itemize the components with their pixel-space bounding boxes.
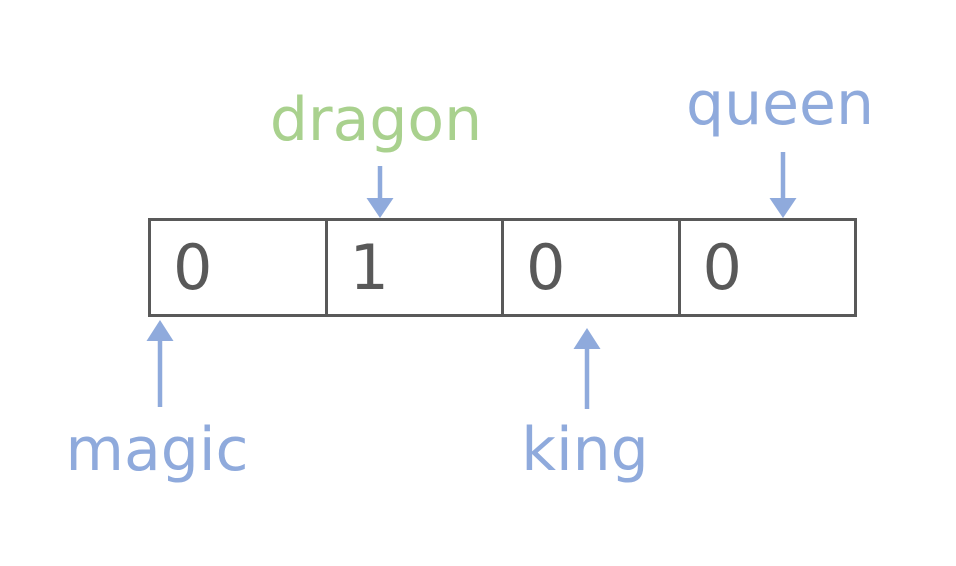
label-dragon: dragon: [269, 85, 483, 155]
vector-row: 0 1 0 0: [148, 218, 857, 317]
dragon-arrow-icon: [366, 166, 394, 218]
vector-cell-3: 0: [681, 221, 855, 314]
vector-cell-0: 0: [151, 221, 328, 314]
king-arrow-icon: [573, 328, 601, 409]
label-magic: magic: [65, 415, 249, 485]
queen-arrow-icon: [769, 152, 797, 218]
magic-arrow-icon: [146, 320, 174, 407]
label-king: king: [521, 415, 649, 485]
label-queen: queen: [686, 69, 874, 139]
cell-value-0: 0: [173, 230, 213, 304]
vector-cell-2: 0: [504, 221, 681, 314]
vector-cell-1: 1: [328, 221, 504, 314]
cell-value-2: 0: [526, 230, 566, 304]
cell-value-1: 1: [349, 230, 389, 304]
cell-value-3: 0: [702, 230, 742, 304]
